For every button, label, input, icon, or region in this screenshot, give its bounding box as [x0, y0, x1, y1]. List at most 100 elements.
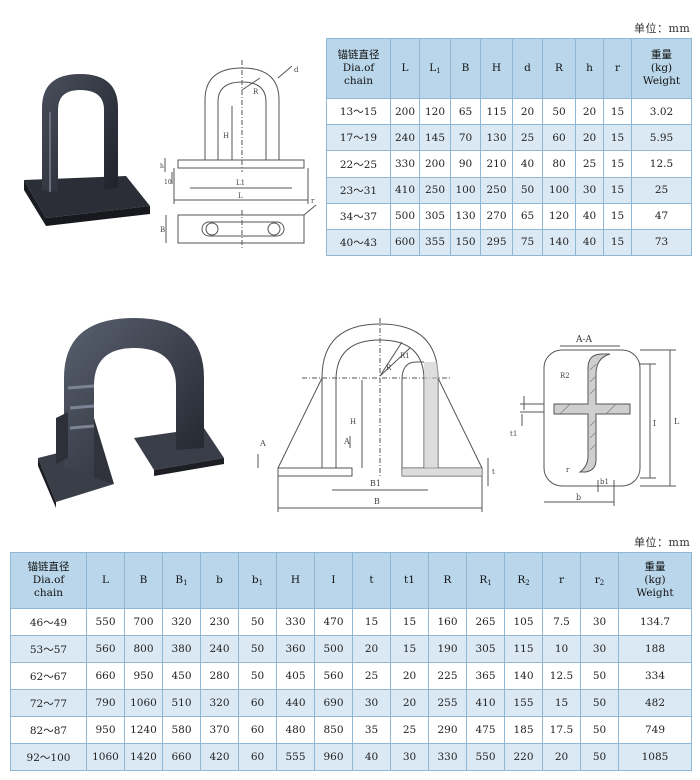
table-cell: 15 — [390, 608, 429, 636]
header-R2: R2 — [504, 552, 543, 609]
header-B: B — [450, 37, 481, 100]
table-cell: 295 — [480, 228, 513, 257]
label-R: R — [253, 88, 259, 96]
table-cell: 700 — [124, 608, 163, 636]
table-cell: 62～67 — [10, 662, 87, 690]
label-B: B — [160, 226, 165, 234]
table-cell: 230 — [200, 608, 239, 636]
table-cell: 12.5 — [542, 662, 581, 690]
table-cell: 560 — [314, 662, 353, 690]
label-A-mid: A — [343, 437, 350, 446]
header-dia: 锚链直径 Dia.of chain — [326, 37, 391, 100]
table-cell: 60 — [238, 716, 277, 744]
label-t1: t1 — [510, 430, 517, 438]
table-cell: 555 — [276, 743, 315, 771]
label-I: I — [653, 419, 656, 428]
table-cell: 482 — [618, 689, 692, 717]
label-h: h — [160, 163, 164, 170]
table-cell: 475 — [466, 716, 505, 744]
header-R: R — [542, 37, 576, 100]
table-cell: 50 — [580, 689, 619, 717]
header-t1: t1 — [390, 552, 429, 609]
table-cell: 17～19 — [326, 124, 391, 152]
table-cell: 355 — [419, 228, 451, 257]
table-cell: 15 — [603, 98, 632, 126]
table-cell: 13～15 — [326, 98, 391, 126]
table-cell: 25 — [512, 124, 543, 152]
table-cell: 850 — [314, 716, 353, 744]
table-cell: 334 — [618, 662, 692, 690]
label-R: R — [386, 364, 392, 372]
table-cell: 60 — [238, 743, 277, 771]
label-R2: R2 — [560, 372, 570, 380]
table-cell: 15 — [352, 608, 391, 636]
section-title: A-A — [575, 335, 593, 345]
table-cell: 53～57 — [10, 635, 87, 663]
table-cell: 365 — [466, 662, 505, 690]
table-cell: 1240 — [124, 716, 163, 744]
label-A-left: A — [259, 439, 266, 448]
table-cell: 1420 — [124, 743, 163, 771]
label-b: b — [576, 493, 581, 502]
header-r: r — [603, 37, 632, 100]
table-cell: 100 — [542, 176, 576, 204]
table-cell: 120 — [542, 202, 576, 230]
table-cell: 40～43 — [326, 228, 391, 257]
table-cell: 225 — [428, 662, 467, 690]
table-cell: 50 — [580, 716, 619, 744]
header-R1: R1 — [466, 552, 505, 609]
table-cell: 72～77 — [10, 689, 87, 717]
label-r: r — [566, 466, 570, 474]
table-cell: 40 — [575, 202, 604, 230]
table-cell: 134.7 — [618, 608, 692, 636]
table-cell: 47 — [631, 202, 692, 230]
table-cell: 200 — [419, 150, 451, 178]
table-cell: 1085 — [618, 743, 692, 771]
table-cell: 20 — [542, 743, 581, 771]
table-cell: 75 — [512, 228, 543, 257]
table-cell: 12.5 — [631, 150, 692, 178]
unit-label-top: 单位：mm — [634, 22, 691, 35]
unit-label-bottom: 单位：mm — [634, 536, 691, 549]
table-cell: 440 — [276, 689, 315, 717]
header-weight: 重量 (kg) Weight — [618, 552, 692, 609]
table-cell: 15 — [603, 124, 632, 152]
table-cell: 305 — [419, 202, 451, 230]
product-photo-small-stopper — [24, 74, 150, 226]
table-cell: 5.95 — [631, 124, 692, 152]
table-cell: 20 — [575, 124, 604, 152]
table-cell: 65 — [512, 202, 543, 230]
technical-drawing-large-stopper-front: R R1 H A A t B1 B — [257, 318, 495, 512]
table-cell: 950 — [86, 716, 125, 744]
table-cell: 40 — [352, 743, 391, 771]
table-cell: 660 — [86, 662, 125, 690]
label-H: H — [223, 132, 229, 140]
table-cell: 380 — [162, 635, 201, 663]
header-B: B — [124, 552, 163, 609]
label-b1: b1 — [600, 478, 609, 486]
header-r: r — [542, 552, 581, 609]
table-cell: 120 — [419, 98, 451, 126]
table-cell: 470 — [314, 608, 353, 636]
table-cell: 145 — [419, 124, 451, 152]
product-photo-large-stopper — [38, 318, 224, 508]
table-cell: 290 — [428, 716, 467, 744]
table-cell: 330 — [428, 743, 467, 771]
table-cell: 34～37 — [326, 202, 391, 230]
table-cell: 188 — [618, 635, 692, 663]
header-weight: 重量 (kg) Weight — [631, 37, 692, 100]
table-cell: 20 — [512, 98, 543, 126]
table-cell: 305 — [466, 635, 505, 663]
table-cell: 1060 — [124, 689, 163, 717]
label-L: L — [238, 192, 243, 200]
table-cell: 265 — [466, 608, 505, 636]
technical-drawing-small-stopper: R d H h 10 L1 L r B — [160, 60, 317, 248]
table-cell: 960 — [314, 743, 353, 771]
table-cell: 90 — [450, 150, 481, 178]
table-cell: 200 — [390, 98, 420, 126]
